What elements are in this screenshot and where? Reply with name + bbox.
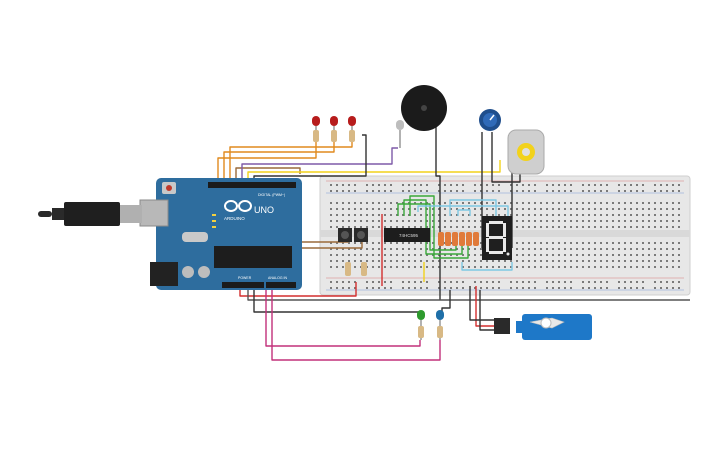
wire-blue-3 (457, 209, 471, 216)
wire-magenta-2 (271, 288, 441, 361)
wire-black-top-1 (253, 134, 367, 183)
green-led (417, 310, 425, 340)
wire-red-bottom (239, 282, 357, 297)
push-button-2 (354, 228, 368, 242)
resistor (349, 130, 355, 142)
push-buttons[interactable] (338, 228, 368, 242)
white-led (396, 120, 404, 148)
wire-orange-2 (223, 142, 335, 183)
wire-green-2 (403, 199, 463, 255)
wire-blue-2 (449, 199, 497, 216)
wire-magenta-1 (265, 288, 421, 347)
analog-header[interactable] (266, 282, 296, 288)
wire-orange-1 (217, 142, 317, 183)
red-led-2 (330, 116, 338, 142)
arduino-logo (224, 200, 252, 212)
wire-blue-4 (461, 262, 513, 271)
dc-motor[interactable] (507, 129, 545, 175)
wire-red-servo (475, 286, 494, 327)
push-button-1 (338, 228, 352, 242)
resistor (437, 326, 443, 338)
piezo-buzzer[interactable] (401, 85, 447, 131)
power-header[interactable] (222, 282, 264, 288)
analog-label: ANALOG IN (268, 276, 288, 280)
wire-green-1 (397, 203, 457, 251)
resistor (418, 326, 424, 338)
chip-label: 74HC595 (399, 233, 419, 238)
seven-segment-display[interactable] (482, 216, 512, 260)
power-jack[interactable] (150, 262, 178, 286)
led-group-top[interactable] (312, 116, 404, 148)
wire-yellow-1 (247, 160, 501, 183)
wire-gray-1 (241, 147, 398, 183)
power-label: POWER (238, 276, 252, 280)
wire-brown-1 (235, 167, 301, 183)
usb-cable (38, 202, 142, 226)
wire-blue-1 (417, 205, 509, 216)
blue-led (436, 310, 444, 340)
resistor-array (438, 232, 479, 246)
wire-orange-3 (229, 142, 353, 183)
arduino-brand: ARDUINO (224, 216, 245, 221)
shift-register-chip[interactable]: 74HC595 (384, 228, 430, 242)
red-led-3 (348, 116, 356, 142)
wire-black-servo (469, 286, 494, 321)
red-led-1 (312, 116, 320, 142)
servo-motor[interactable] (494, 314, 592, 340)
digital-label: DIGITAL (PWM~) (258, 193, 285, 197)
wire-green-3 (409, 195, 469, 259)
led-group-bottom[interactable] (417, 310, 444, 340)
resistor (313, 130, 319, 142)
wire-black-servo2 (479, 290, 494, 331)
usb-port[interactable] (139, 199, 169, 227)
resistor (331, 130, 337, 142)
button-resistors (345, 262, 367, 276)
digital-header[interactable] (208, 182, 296, 188)
arduino-uno-board[interactable]: ARDUINO UNO DIGITAL (PWM~) POWER ANALOG … (139, 178, 302, 290)
wire-black-bottom (247, 288, 690, 301)
atmega-chip (214, 246, 292, 268)
potentiometer[interactable] (479, 109, 501, 131)
arduino-model: UNO (254, 205, 274, 215)
